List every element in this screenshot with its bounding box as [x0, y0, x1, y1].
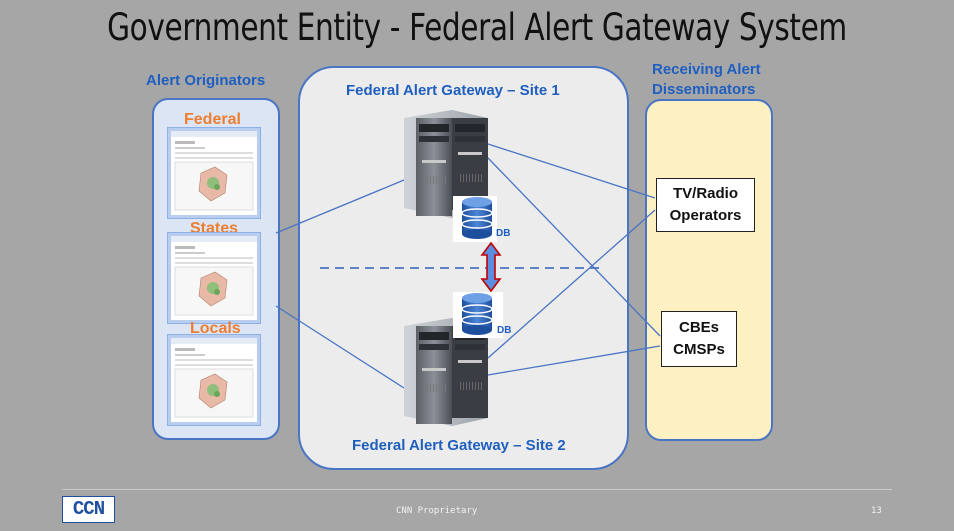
- map-screenshot-icon: [171, 338, 257, 418]
- connector-lines: [275, 143, 661, 389]
- originator-locals-label: Locals: [190, 320, 241, 337]
- tv-radio-operators-box: TV/Radio Operators: [656, 178, 755, 232]
- footer-divider: [62, 489, 892, 490]
- originator-states-label: States: [190, 220, 239, 237]
- cbes-line2: CMSPs: [673, 341, 725, 358]
- originators-heading: Alert Originators: [146, 72, 266, 89]
- gateway-site2-label: Federal Alert Gateway – Site 2: [352, 437, 566, 454]
- server-site2-icon: [404, 318, 488, 426]
- states-map-thumbnail: [168, 233, 260, 323]
- ccn-logo: CCN: [62, 496, 115, 523]
- disseminators-panel: [645, 99, 773, 441]
- database-site1-icon: [453, 196, 497, 242]
- database-site2-icon: [453, 292, 503, 338]
- map-screenshot-icon: [171, 131, 257, 211]
- tv-radio-line2: Operators: [669, 207, 742, 224]
- server-site1-icon: [404, 110, 488, 218]
- map-screenshot-icon: [171, 236, 257, 316]
- locals-map-thumbnail: [168, 335, 260, 425]
- disseminators-heading: Receiving Alert Disseminators: [652, 60, 761, 100]
- cbes-cmsps-box: CBEs CMSPs: [661, 311, 737, 367]
- replication-arrow-icon: [480, 241, 502, 293]
- page-title: Government Entity - Federal Alert Gatewa…: [107, 6, 847, 49]
- cbes-line1: CBEs: [678, 319, 719, 336]
- federal-map-thumbnail: [168, 128, 260, 218]
- originator-federal-label: Federal: [184, 111, 241, 128]
- disseminators-heading-line2: Disseminators: [652, 81, 756, 98]
- gateway-site1-label: Federal Alert Gateway – Site 1: [346, 82, 560, 99]
- db-label-site1: DB: [496, 228, 511, 239]
- disseminators-heading-line1: Receiving Alert: [652, 61, 761, 78]
- db-label-site2: DB: [497, 325, 512, 336]
- footer-proprietary: CNN Proprietary: [396, 506, 478, 516]
- tv-radio-line1: TV/Radio: [672, 185, 738, 202]
- footer-page-number: 13: [871, 506, 882, 516]
